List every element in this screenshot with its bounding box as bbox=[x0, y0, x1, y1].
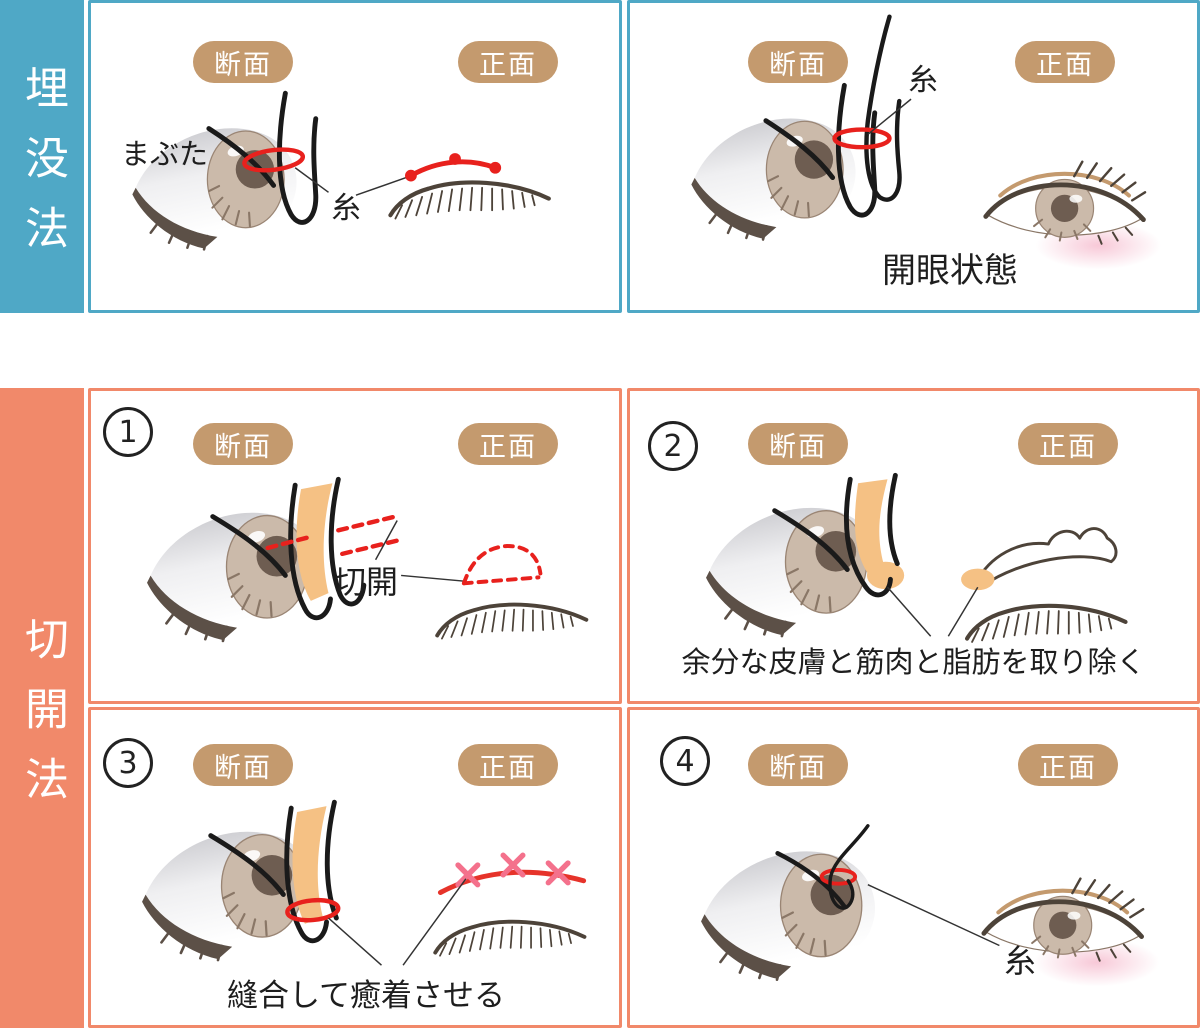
caption-remove-tissue: 余分な皮膚と筋肉と脂肪を取り除く bbox=[681, 645, 1146, 679]
incision-step3-illustration bbox=[140, 799, 587, 966]
panel-maibotsu-2: 断面 正面 糸 開眼状態 bbox=[627, 0, 1200, 313]
step-number-2: 2 bbox=[648, 421, 698, 471]
panel-sekkai-3: 3 断面 正面 縫合して癒着させる bbox=[88, 707, 622, 1028]
label-open-eye-state: 開眼状態 bbox=[882, 251, 1018, 291]
step-number-3: 3 bbox=[103, 738, 153, 788]
incision-step4-illustration bbox=[699, 824, 1197, 1025]
panel-maibotsu-1: 断面 正面 まぶた 糸 bbox=[88, 0, 622, 313]
caption-suture-adhesion: 縫合して癒着させる bbox=[226, 978, 506, 1014]
incision-step2-illustration bbox=[704, 472, 1197, 701]
badge-front-view: 正面 bbox=[1015, 41, 1115, 83]
section-title-sekkai: 切開法 bbox=[17, 616, 68, 826]
panel-sekkai-4: 4 断面 正面 糸 bbox=[627, 707, 1200, 1028]
label-thread: 糸 bbox=[1004, 942, 1037, 980]
badge-cross-section: 断面 bbox=[748, 423, 848, 465]
maibotsu-result-illustration bbox=[690, 14, 1197, 310]
label-thread: 糸 bbox=[331, 191, 361, 226]
maibotsu-cross-section-illustration bbox=[131, 90, 619, 251]
badge-front-view: 正面 bbox=[458, 423, 558, 465]
badge-cross-section: 断面 bbox=[193, 744, 293, 786]
section-sekkai-sidebar: 切開法 bbox=[0, 388, 84, 1028]
badge-front-view: 正面 bbox=[1018, 744, 1118, 786]
label-eyelid: まぶた bbox=[121, 137, 209, 171]
badge-cross-section: 断面 bbox=[748, 41, 848, 83]
label-incision: 切開 bbox=[334, 563, 399, 601]
badge-front-view: 正面 bbox=[1018, 423, 1118, 465]
incision-step1-illustration bbox=[145, 476, 589, 643]
section-maibotsu-sidebar: 埋没法 bbox=[0, 0, 84, 313]
badge-cross-section: 断面 bbox=[193, 41, 293, 83]
section-title-maibotsu: 埋没法 bbox=[17, 64, 68, 275]
step-number-4: 4 bbox=[660, 736, 710, 786]
badge-front-view: 正面 bbox=[458, 744, 558, 786]
badge-cross-section: 断面 bbox=[748, 744, 848, 786]
badge-cross-section: 断面 bbox=[193, 423, 293, 465]
badge-front-view: 正面 bbox=[458, 41, 558, 83]
panel-sekkai-2: 2 断面 正面 余分な皮膚と筋肉と脂肪を取り除く bbox=[627, 388, 1200, 704]
step-number-1: 1 bbox=[103, 407, 153, 457]
label-thread: 糸 bbox=[908, 63, 938, 98]
panel-sekkai-1: 1 断面 正面 切開 bbox=[88, 388, 622, 704]
